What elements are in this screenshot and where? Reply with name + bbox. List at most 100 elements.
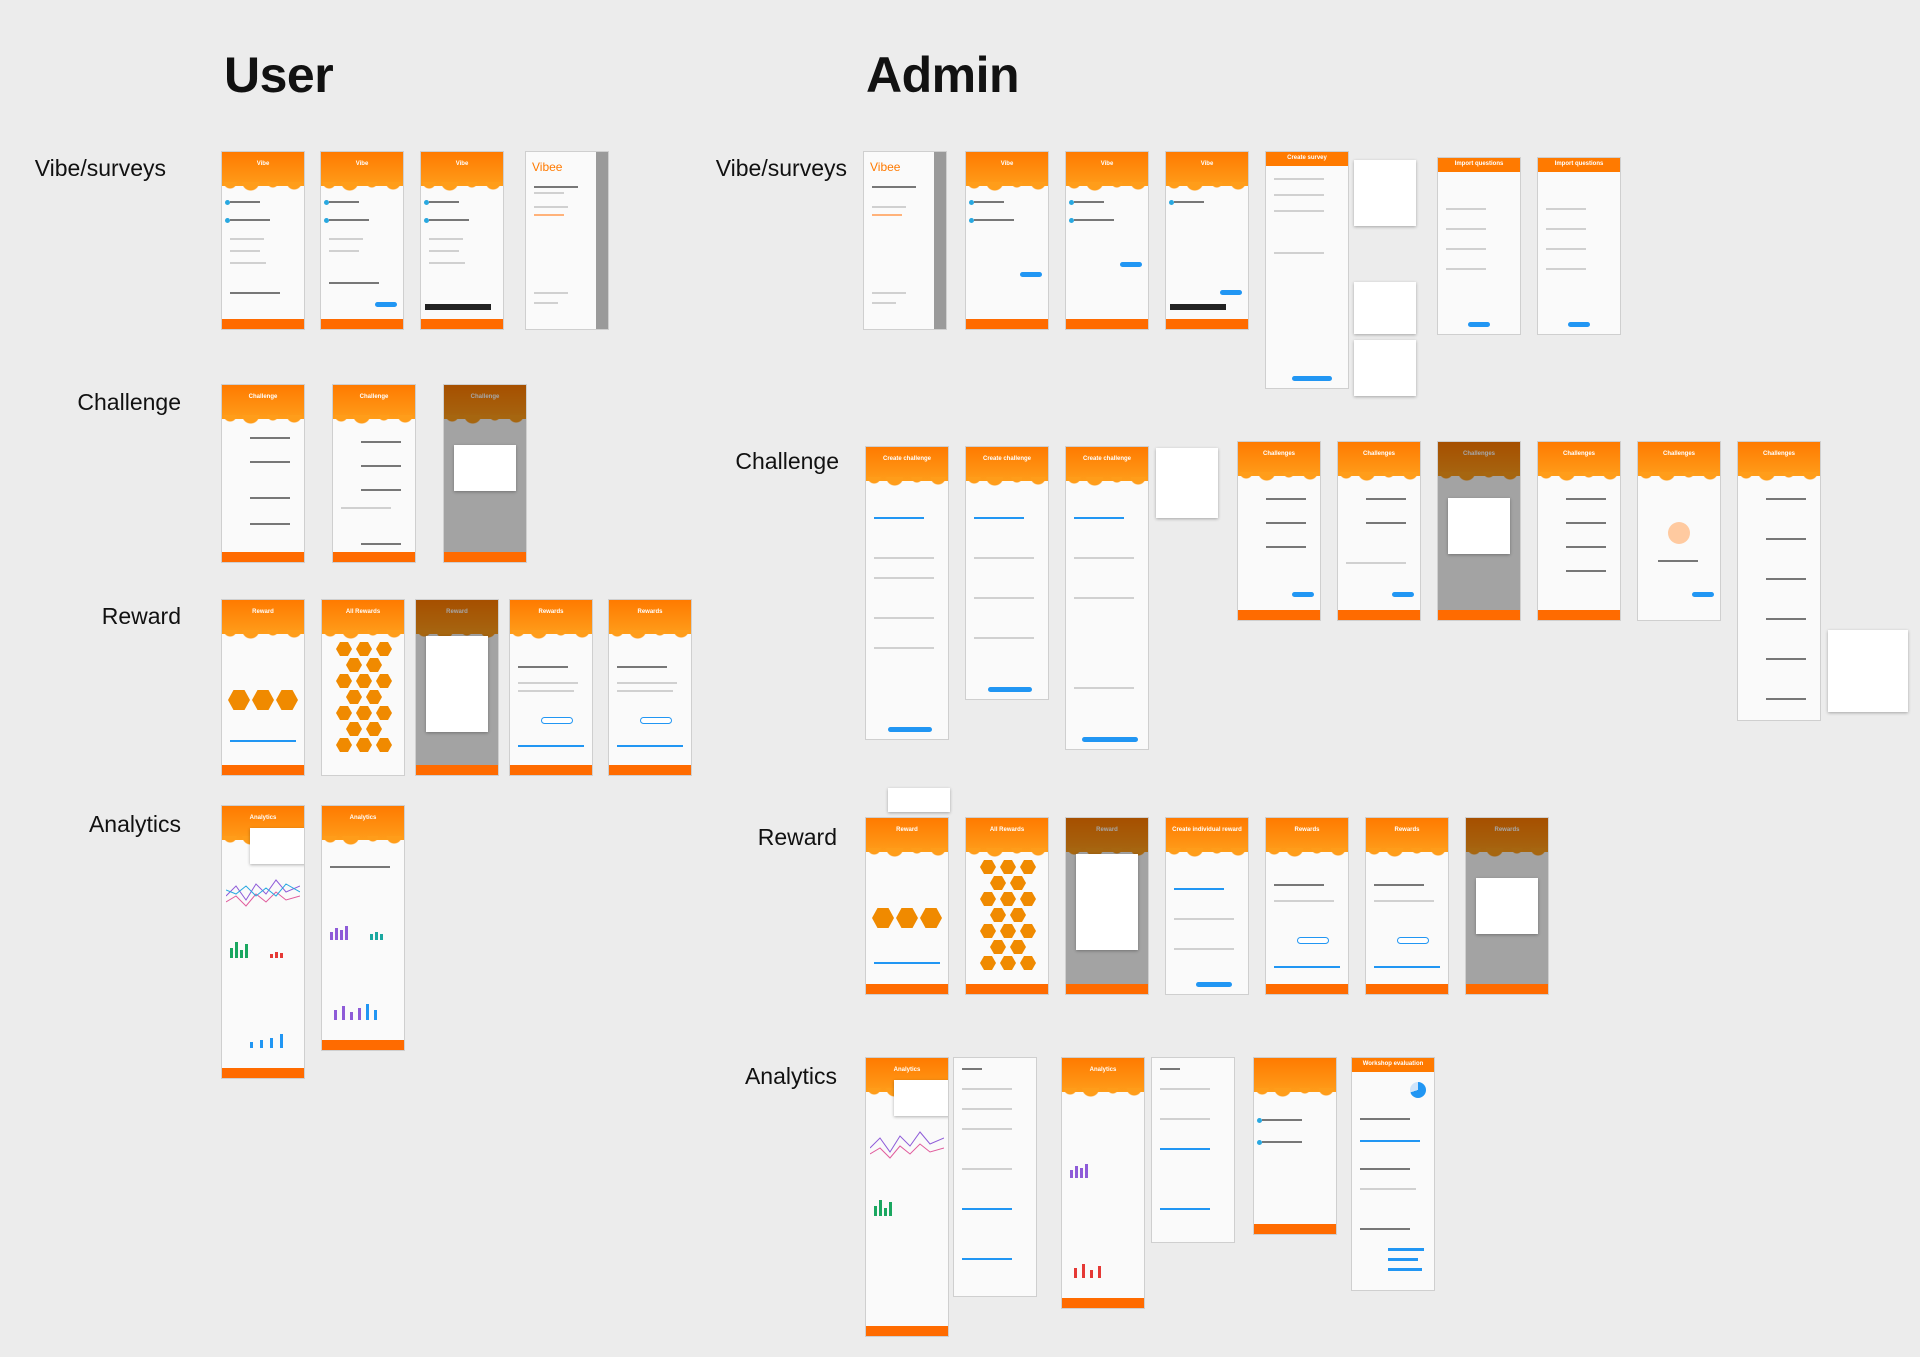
admin-challenges-screen-1[interactable]: ••• Challenges	[1238, 442, 1320, 620]
bottom-nav[interactable]	[1466, 984, 1548, 994]
create-button[interactable]	[1692, 592, 1714, 597]
bottom-nav[interactable]	[866, 1326, 948, 1336]
user-vibe-drawer-screen[interactable]: ••• Vibee	[526, 152, 608, 329]
user-analytics-screen-1[interactable]: ••• Analytics	[222, 806, 304, 1078]
admin-rewards-dialog-screen[interactable]: ••• Rewards	[1466, 818, 1548, 994]
admin-create-challenge-screen-3[interactable]: ••• Create challenge	[1066, 447, 1148, 749]
user-rewards-screen-1[interactable]: ••• Rewards	[510, 600, 592, 775]
bottom-nav[interactable]	[222, 552, 304, 562]
user-reward-dialog-screen[interactable]: ••• Reward	[416, 600, 498, 775]
user-analytics-screen-2[interactable]: ••• Analytics	[322, 806, 404, 1050]
admin-vibe-screen-3[interactable]: ••• Vibe	[1166, 152, 1248, 329]
user-vibe-screen-2[interactable]: ••• Vibe	[321, 152, 403, 329]
create-reward-button[interactable]	[1196, 982, 1232, 987]
user-all-rewards-screen[interactable]: ••• All Rewards	[322, 600, 404, 775]
import-button[interactable]	[1468, 322, 1490, 327]
bottom-nav[interactable]	[866, 984, 948, 994]
admin-analytics-screen-1[interactable]: ••• Analytics	[866, 1058, 948, 1336]
launch-challenge-button[interactable]	[988, 687, 1032, 692]
admin-challenges-screen-4[interactable]: ••• Challenges	[1738, 442, 1820, 720]
bottom-nav[interactable]	[1066, 984, 1148, 994]
launch-challenge-button[interactable]	[1082, 737, 1138, 742]
bottom-nav[interactable]	[222, 1068, 304, 1078]
create-button[interactable]	[1292, 592, 1314, 597]
bottom-nav[interactable]	[421, 319, 503, 329]
survey-filter-menu[interactable]	[1354, 282, 1416, 334]
admin-challenges-screen-2[interactable]: ••• Challenges	[1338, 442, 1420, 620]
admin-import-questions-screen-1[interactable]: ••• Import questions	[1438, 158, 1520, 334]
admin-survey-list-screen[interactable]: •••	[1254, 1058, 1336, 1234]
bottom-nav[interactable]	[321, 319, 403, 329]
bottom-nav[interactable]	[222, 765, 304, 775]
admin-challenges-screen-3[interactable]: ••• Challenges	[1538, 442, 1620, 620]
challenge-options-menu[interactable]	[1156, 448, 1218, 518]
bottom-nav[interactable]	[510, 765, 592, 775]
user-vibe-screen-1[interactable]: ••• Vibe	[222, 152, 304, 329]
admin-analytics-screen-2[interactable]: ••• Analytics	[1062, 1058, 1144, 1308]
user-rewards-screen-2[interactable]: ••• Rewards	[609, 600, 691, 775]
create-button[interactable]	[1120, 262, 1142, 267]
bottom-nav[interactable]	[1266, 984, 1348, 994]
user-challenge-dialog-screen[interactable]: ••• Challenge	[444, 385, 526, 562]
reward-progress-dialog[interactable]	[1476, 878, 1538, 934]
reward-dialog[interactable]	[426, 636, 488, 732]
create-button[interactable]	[1220, 290, 1242, 295]
bottom-nav[interactable]	[1538, 610, 1620, 620]
admin-create-challenge-screen-1[interactable]: ••• Create challenge	[866, 447, 948, 739]
admin-all-rewards-screen[interactable]: ••• All Rewards	[966, 818, 1048, 994]
admin-vibe-screen-1[interactable]: ••• Vibe	[966, 152, 1048, 329]
bottom-nav[interactable]	[1338, 610, 1420, 620]
category-dropdown-menu[interactable]	[250, 828, 304, 864]
bottom-nav[interactable]	[966, 984, 1048, 994]
admin-challenges-empty-screen[interactable]: ••• Challenges	[1638, 442, 1720, 620]
user-challenge-screen-2[interactable]: ••• Challenge	[333, 385, 415, 562]
admin-filters-screen-1[interactable]: •••	[954, 1058, 1036, 1296]
user-vibe-screen-3[interactable]: ••• Vibe	[421, 152, 503, 329]
progress-dialog[interactable]	[454, 445, 516, 491]
challenge-detail-card[interactable]	[1828, 630, 1908, 712]
admin-create-survey-screen[interactable]: ••• Create survey	[1266, 152, 1348, 388]
create-button[interactable]	[1392, 592, 1414, 597]
admin-challenges-dialog-screen[interactable]: ••• Challenges	[1438, 442, 1520, 620]
bottom-nav[interactable]	[1062, 1298, 1144, 1308]
bottom-nav[interactable]	[333, 552, 415, 562]
user-reward-screen-1[interactable]: ••• Reward	[222, 600, 304, 775]
frame-menu-dots[interactable]: •••	[864, 152, 878, 153]
admin-import-questions-screen-2[interactable]: ••• Import questions	[1538, 158, 1620, 334]
survey-options-menu[interactable]	[1354, 160, 1416, 226]
frame-menu-dots[interactable]: •••	[954, 1058, 968, 1059]
admin-create-reward-screen[interactable]: ••• Create individual reward	[1166, 818, 1248, 994]
launch-challenge-button[interactable]	[888, 727, 932, 732]
bottom-nav[interactable]	[1066, 319, 1148, 329]
import-button[interactable]	[1568, 322, 1590, 327]
admin-create-challenge-screen-2[interactable]: ••• Create challenge	[966, 447, 1048, 699]
admin-workshop-evaluation-screen[interactable]: ••• Workshop evaluation	[1352, 1058, 1434, 1290]
frame-menu-dots[interactable]: •••	[1152, 1058, 1166, 1059]
admin-vibe-screen-2[interactable]: ••• Vibe	[1066, 152, 1148, 329]
bottom-nav[interactable]	[1254, 1224, 1336, 1234]
admin-filters-screen-2[interactable]: •••	[1152, 1058, 1234, 1242]
bottom-nav[interactable]	[222, 319, 304, 329]
bottom-nav[interactable]	[1166, 319, 1248, 329]
bottom-nav[interactable]	[1366, 984, 1448, 994]
bottom-nav[interactable]	[322, 1040, 404, 1050]
admin-reward-screen-1[interactable]: ••• Reward	[866, 818, 948, 994]
create-survey-button[interactable]	[1292, 376, 1332, 381]
survey-type-menu[interactable]	[1354, 340, 1416, 396]
bottom-nav[interactable]	[1238, 610, 1320, 620]
bottom-nav[interactable]	[444, 552, 526, 562]
bottom-nav[interactable]	[609, 765, 691, 775]
user-challenge-screen-1[interactable]: ••• Challenge	[222, 385, 304, 562]
bottom-nav[interactable]	[966, 319, 1048, 329]
create-reward-menu[interactable]	[888, 788, 950, 812]
admin-rewards-screen-1[interactable]: ••• Rewards	[1266, 818, 1348, 994]
submit-button[interactable]	[375, 302, 397, 307]
bottom-nav[interactable]	[1438, 610, 1520, 620]
admin-rewards-screen-2[interactable]: ••• Rewards	[1366, 818, 1448, 994]
create-button[interactable]	[1020, 272, 1042, 277]
progress-dialog[interactable]	[1448, 498, 1510, 554]
admin-reward-dialog-screen[interactable]: ••• Reward	[1066, 818, 1148, 994]
admin-vibe-drawer-screen[interactable]: ••• Vibee	[864, 152, 946, 329]
frame-menu-dots[interactable]: •••	[526, 152, 540, 153]
reward-dialog[interactable]	[1076, 854, 1138, 950]
